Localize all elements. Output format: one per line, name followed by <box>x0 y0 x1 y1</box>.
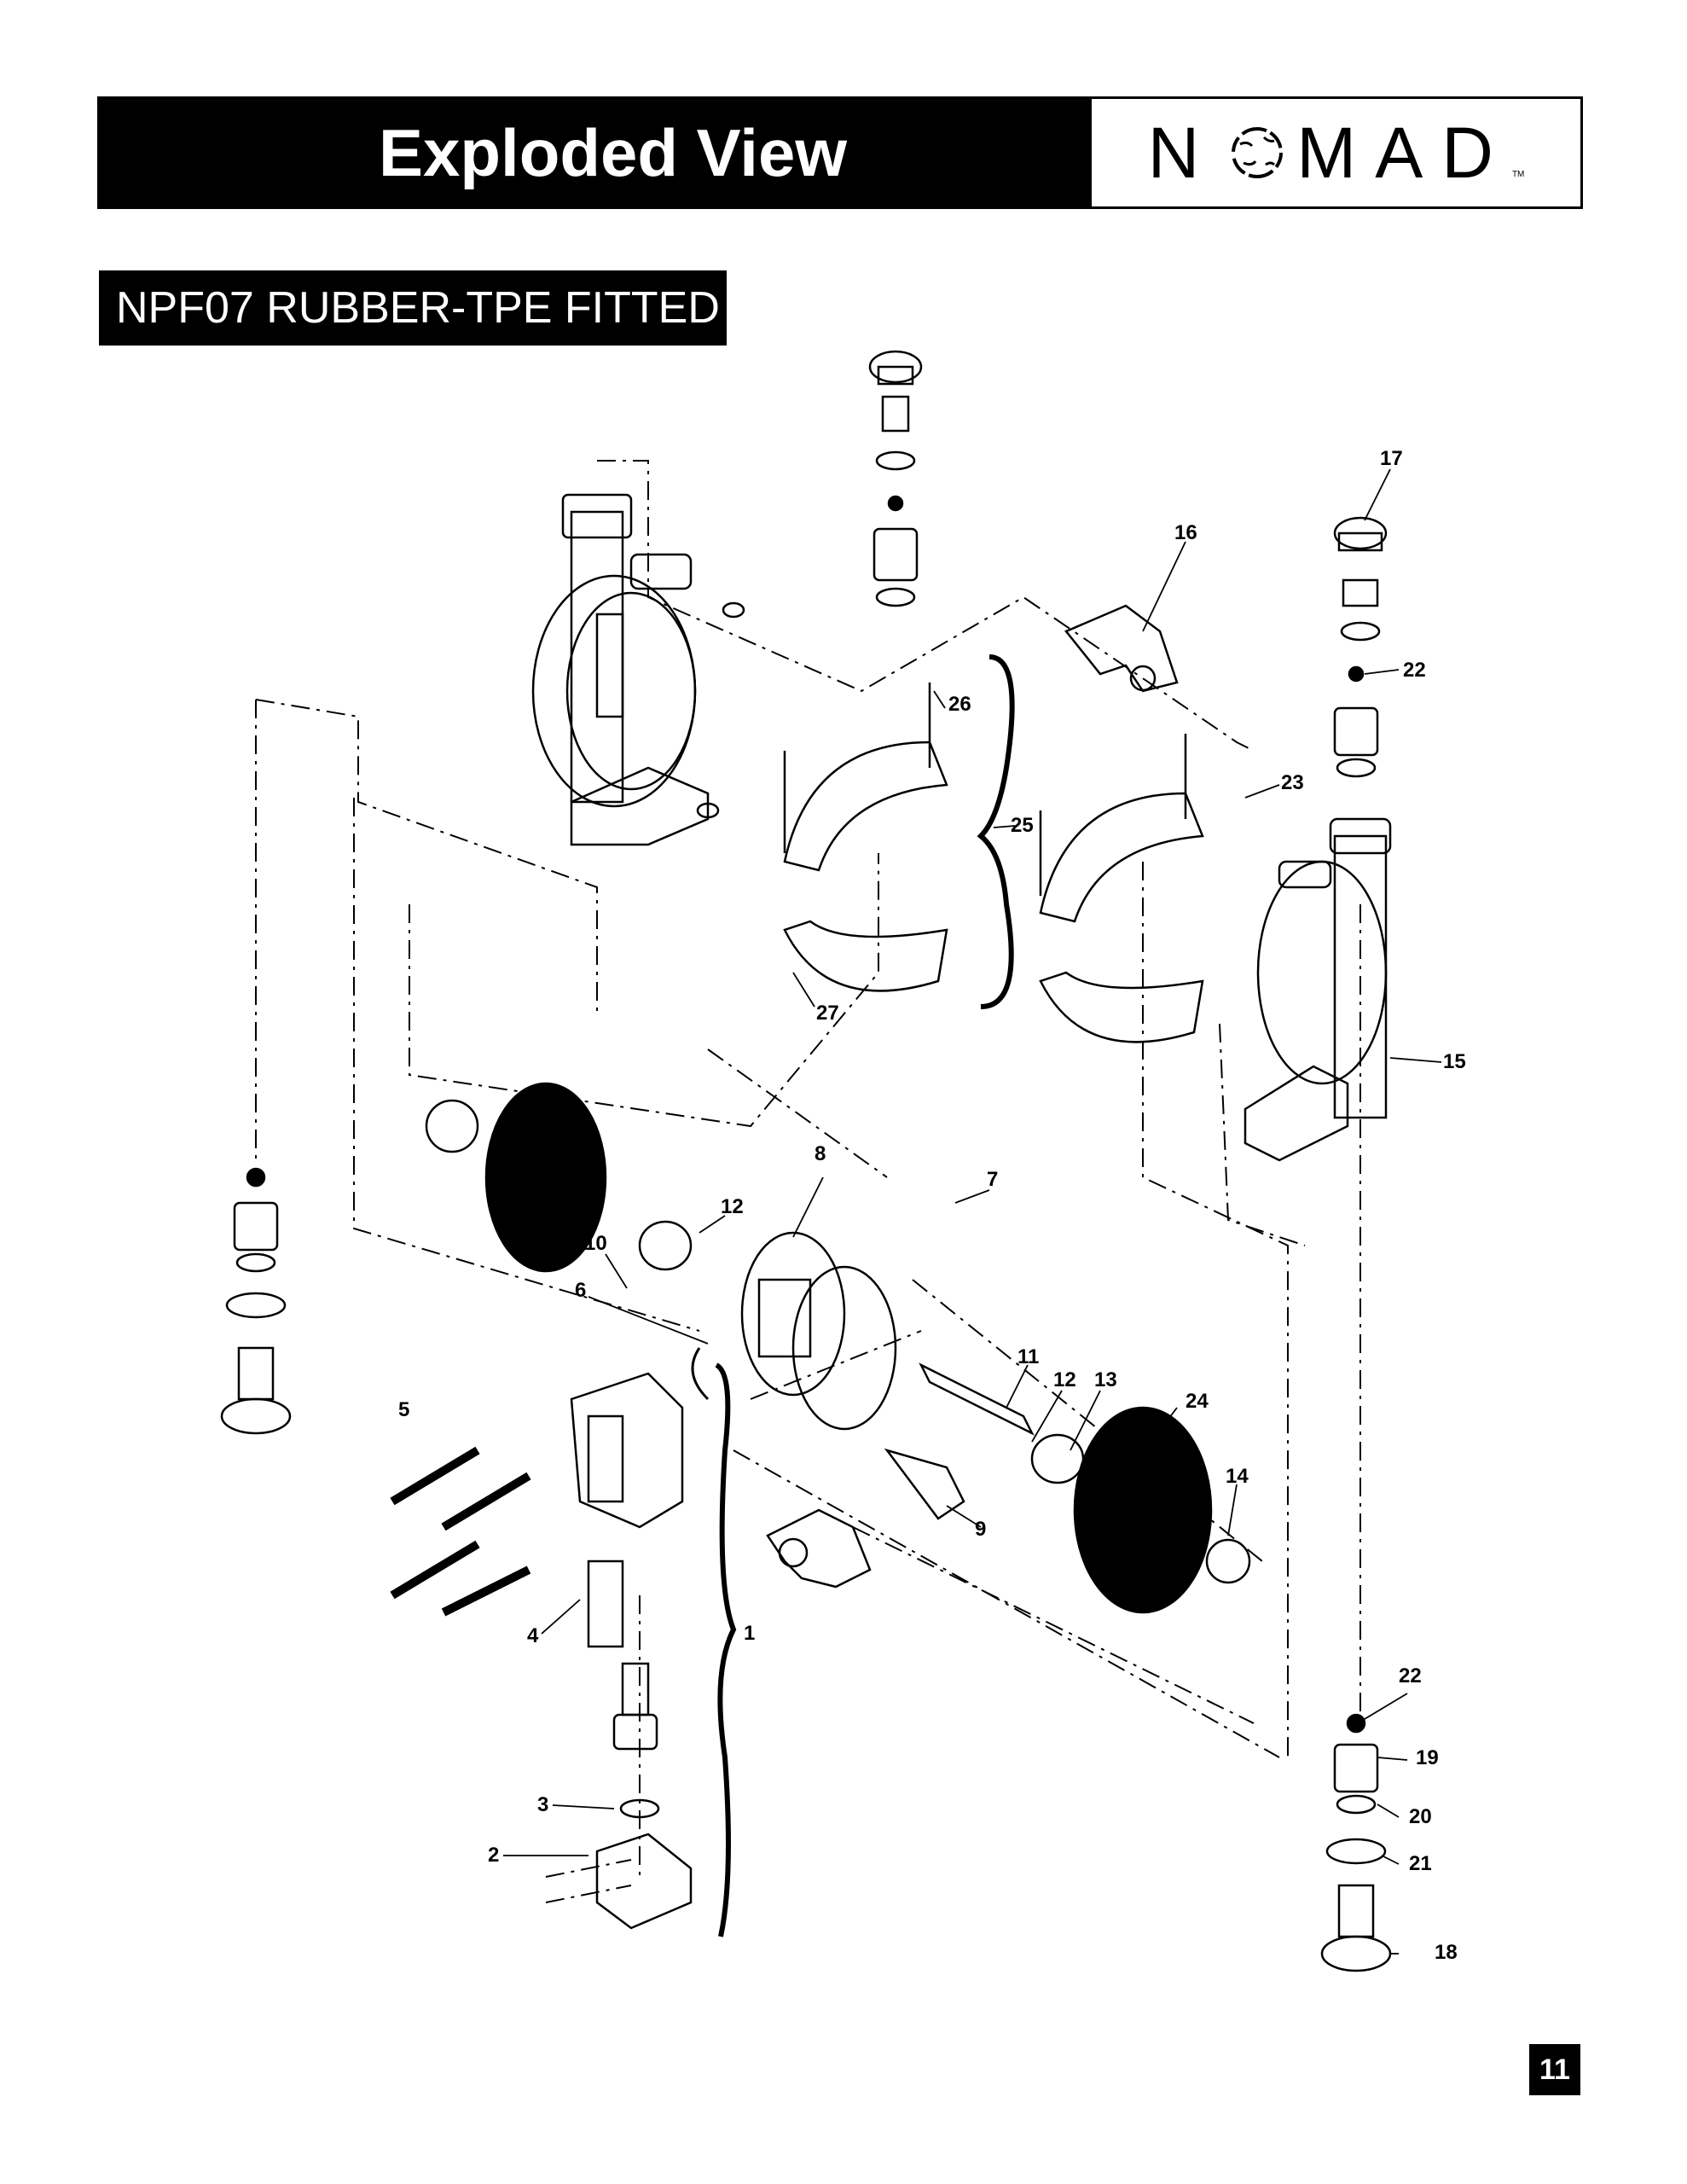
part-label-23: 23 <box>1281 771 1304 794</box>
part-label-3: 3 <box>537 1793 548 1816</box>
left-bottom-check-stack <box>220 1167 292 1435</box>
capscrews <box>390 1446 531 1617</box>
brand-letters-left: N <box>1147 112 1219 193</box>
part-label-12a: 12 <box>721 1195 744 1218</box>
top-check-valve-stack <box>868 350 923 607</box>
part-label-27: 27 <box>816 1002 839 1025</box>
part-label-5: 5 <box>398 1398 409 1421</box>
part-label-14: 14 <box>1226 1465 1249 1488</box>
part-labels: 1 2 3 4 5 6 7 8 9 10 11 12 12 13 14 15 1… <box>398 447 1466 1964</box>
part-label-10: 10 <box>584 1232 607 1255</box>
part-label-16: 16 <box>1174 521 1197 544</box>
right-fluid-chamber <box>1244 817 1392 1162</box>
model-subtitle: NPF07 RUBBER-TPE FITTED <box>116 283 720 333</box>
part-label-4: 4 <box>527 1624 539 1647</box>
header-title-area: Exploded View <box>100 99 1092 206</box>
assembly-lines <box>255 460 1361 1903</box>
discharge-tee-fitting <box>1064 604 1179 693</box>
part-label-7: 7 <box>987 1168 998 1191</box>
brand-wordmark: N MAD TM <box>1148 112 1525 195</box>
page-title: Exploded View <box>378 114 848 190</box>
part-label-24: 24 <box>1186 1390 1209 1413</box>
part-label-8: 8 <box>815 1142 826 1165</box>
part-label-26: 26 <box>948 693 971 716</box>
part-label-15: 15 <box>1443 1050 1466 1073</box>
part-label-25: 25 <box>1011 814 1034 837</box>
left-fluid-chamber <box>531 493 745 846</box>
brand-letters-right: MAD <box>1296 112 1512 193</box>
page-number-box: 11 <box>1529 2044 1580 2095</box>
trademark-mark: TM <box>1511 169 1525 179</box>
part-label-6: 6 <box>575 1279 586 1302</box>
model-subtitle-box: NPF07 RUBBER-TPE FITTED <box>99 270 727 346</box>
part-label-22b: 22 <box>1399 1664 1422 1687</box>
inlet-tee-fitting <box>766 1508 872 1589</box>
part-label-2: 2 <box>488 1844 499 1867</box>
diaphragms <box>425 1082 1251 1614</box>
part-label-21: 21 <box>1409 1852 1432 1875</box>
air-valve-body <box>570 1347 737 1937</box>
part-label-20: 20 <box>1409 1805 1432 1828</box>
right-bottom-check-stack <box>1320 1713 1392 1972</box>
header-bar: Exploded View N MAD TM <box>97 96 1583 209</box>
right-check-valve-stack <box>1333 516 1388 778</box>
part-label-18: 18 <box>1435 1941 1458 1964</box>
part-label-19: 19 <box>1416 1746 1439 1769</box>
leader-lines <box>503 468 1442 1955</box>
brand-logo: N MAD TM <box>1092 99 1580 206</box>
part-label-9: 9 <box>975 1518 986 1541</box>
part-label-22a: 22 <box>1403 659 1426 682</box>
part-label-1: 1 <box>744 1622 755 1645</box>
center-section <box>740 1231 1035 1520</box>
globe-icon <box>1232 127 1284 178</box>
clamp-bands <box>783 654 1204 1043</box>
part-label-13: 13 <box>1094 1368 1117 1391</box>
page-number: 11 <box>1539 2053 1570 2086</box>
part-label-12b: 12 <box>1053 1368 1076 1391</box>
part-label-17: 17 <box>1380 447 1403 470</box>
part-label-11: 11 <box>1017 1345 1039 1368</box>
